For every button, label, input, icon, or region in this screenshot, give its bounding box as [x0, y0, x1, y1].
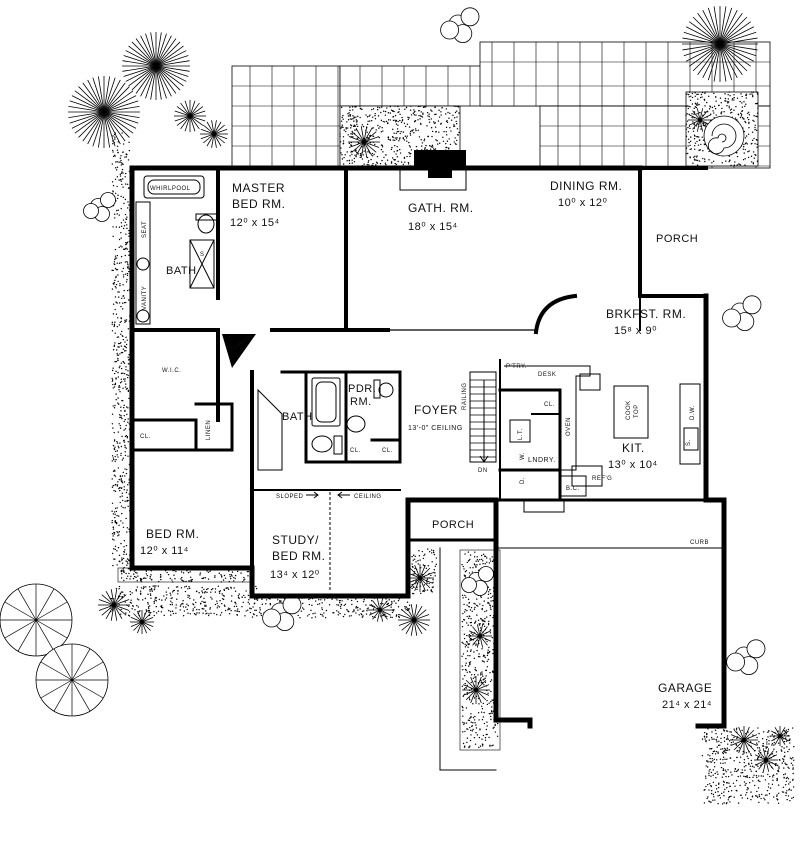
curb-label: CURB [690, 540, 709, 546]
tree [368, 598, 392, 622]
shower-label: S [200, 252, 205, 258]
tree [200, 120, 228, 148]
sloped-label: SLOPED [276, 494, 304, 500]
study-name-1: STUDY/ [272, 533, 319, 547]
landscaping [0, 6, 790, 772]
kit-name: KIT. [622, 441, 645, 455]
cl-bed-label: CL. [140, 434, 151, 440]
tree [754, 748, 778, 772]
bed-dim: 12⁰ x 11⁴ [140, 545, 189, 557]
porch-front-name: PORCH [432, 519, 474, 531]
master-name-1: MASTER [232, 181, 285, 195]
linen-label: LINEN [206, 420, 212, 440]
porch-rear-name: PORCH [656, 233, 698, 245]
room-labels: MASTER BED RM. 12⁰ x 15⁴ GATH. RM. 18⁰ x… [140, 179, 712, 711]
refg-label: REF'G [592, 476, 612, 482]
oven-label: OVEN [566, 417, 572, 436]
bc-label: B.C. [566, 486, 580, 492]
dining-dim: 10⁰ x 12⁰ [558, 197, 607, 209]
cooktop-label-1: COOK [626, 400, 632, 420]
brkfst-name: BRKFST. RM. [606, 307, 686, 321]
tree [122, 32, 190, 100]
tree [462, 676, 490, 704]
tree [98, 589, 130, 621]
laundry-label: LNDRY. [528, 457, 556, 464]
desk-label: DESK [538, 372, 556, 378]
fireplace [399, 150, 467, 191]
shrub [461, 566, 494, 596]
cl-foyer-label: CL. [382, 448, 393, 454]
study-dim: 13⁴ x 12⁰ [270, 569, 320, 581]
tree [68, 76, 140, 148]
garage-dim: 21⁴ x 21⁴ [662, 699, 712, 711]
pdr-name-2: RM. [350, 396, 372, 408]
foyer-name: FOYER [414, 403, 458, 417]
bath-master-name: BATH [166, 265, 197, 277]
laundry-tub-label: L.T. [518, 428, 524, 440]
foyer-note: 13'-0" CEILING [408, 425, 463, 432]
study-name-2: BED RM. [272, 549, 326, 563]
tree [174, 100, 206, 132]
cooktop-label-2: TOP [634, 404, 640, 418]
cl-laundry-label: CL. [544, 402, 555, 408]
shrub [726, 639, 766, 675]
curios-unit [222, 334, 256, 368]
bath-hall-name: BATH [282, 411, 313, 423]
cl-pdr-label: CL. [350, 448, 361, 454]
wic-label: W.I.C. [162, 368, 181, 374]
ptry-label: P'TRY. [506, 364, 527, 370]
shrub [440, 7, 480, 43]
master-name-2: BED RM. [232, 197, 286, 211]
dw-label: D.W. [690, 405, 696, 420]
vanity-label: VANITY [142, 286, 148, 310]
tree [0, 583, 73, 657]
brkfst-dim: 15⁸ x 9⁰ [614, 325, 657, 337]
ceiling-label: CEILING [354, 494, 382, 500]
tree [348, 126, 380, 158]
tree [770, 726, 790, 746]
tree [682, 6, 758, 82]
railing-label: RAILING [462, 382, 468, 410]
seat-label: SEAT [142, 221, 148, 238]
down-label: DN [478, 468, 488, 474]
garage-name: GARAGE [658, 681, 712, 695]
gath-dim: 18⁰ x 15⁴ [408, 221, 458, 233]
whirlpool-tub [143, 175, 205, 199]
tree [130, 610, 154, 634]
shrub [722, 295, 762, 332]
shrub [83, 192, 116, 222]
tree [468, 624, 492, 648]
gath-name: GATH. RM. [408, 201, 474, 215]
shrub [262, 595, 302, 631]
pdr-name-1: PDR. [348, 383, 376, 395]
tree [398, 604, 430, 636]
whirlpool-label: WHIRLPOOL [150, 186, 191, 192]
master-dim: 12⁰ x 15⁴ [230, 217, 280, 229]
fixture-labels: W.I.C. LINEN CL. CL. CL. CL. P'TRY. DESK… [140, 364, 709, 590]
washer-label: W. [520, 452, 526, 460]
tree [35, 643, 109, 717]
stair [469, 371, 497, 463]
kit-dim: 13⁰ x 10⁴ [608, 459, 658, 471]
dryer-label: D. [520, 477, 526, 484]
shrub [703, 115, 745, 157]
bed-name: BED RM. [146, 527, 200, 541]
rear-patio [231, 41, 771, 169]
sink-label: S. [686, 439, 692, 446]
dining-name: DINING RM. [550, 179, 622, 193]
tree [730, 726, 758, 754]
